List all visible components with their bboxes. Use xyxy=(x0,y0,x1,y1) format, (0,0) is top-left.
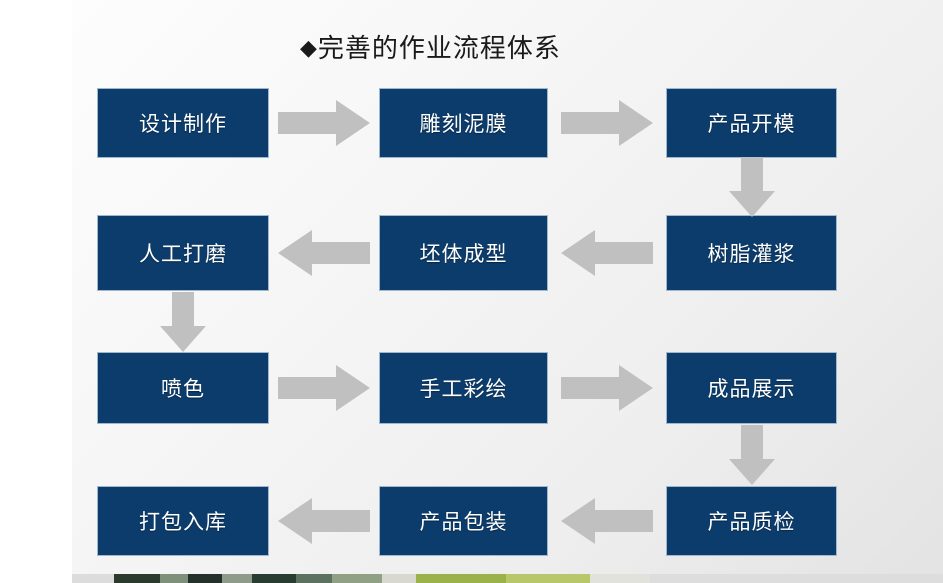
flow-node-n4[interactable]: 树脂灌浆 xyxy=(666,215,837,291)
page-title: ◆完善的作业流程体系 xyxy=(300,28,561,65)
bottom-strip-segment xyxy=(222,574,252,583)
flow-arrow-down-a6 xyxy=(160,292,206,352)
bottom-strip-segment xyxy=(332,574,382,583)
flow-arrow-right-a8 xyxy=(561,365,653,411)
flow-node-n11[interactable]: 产品包装 xyxy=(379,486,548,556)
flow-arrow-right-a7 xyxy=(278,365,370,411)
flow-arrow-down-a9 xyxy=(729,425,775,485)
flow-node-label: 设计制作 xyxy=(139,113,227,136)
flow-arrow-right-a1 xyxy=(278,100,370,146)
flow-node-n3[interactable]: 产品开模 xyxy=(666,88,837,158)
flow-node-label: 成品展示 xyxy=(707,378,796,401)
bottom-strip-segment xyxy=(72,574,114,583)
flow-node-n10[interactable]: 产品质检 xyxy=(666,486,837,556)
bottom-strip-segment xyxy=(296,574,332,583)
flow-node-label: 产品质检 xyxy=(707,511,796,534)
flow-node-n12[interactable]: 打包入库 xyxy=(97,486,269,556)
bottom-strip-segment xyxy=(416,574,506,583)
flow-node-n8[interactable]: 手工彩绘 xyxy=(379,352,548,424)
flow-node-label: 产品开模 xyxy=(707,113,796,136)
bottom-photo-strip xyxy=(72,574,943,583)
flow-node-n2[interactable]: 雕刻泥膜 xyxy=(379,88,548,158)
bottom-strip-segment xyxy=(506,574,590,583)
flow-node-label: 树脂灌浆 xyxy=(707,243,796,266)
flow-node-n5[interactable]: 坯体成型 xyxy=(379,215,548,291)
flow-node-label: 产品包装 xyxy=(419,511,508,534)
bottom-strip-segment xyxy=(188,574,222,583)
flow-node-label: 打包入库 xyxy=(139,511,227,534)
flow-node-n7[interactable]: 喷色 xyxy=(97,352,269,424)
bottom-strip-segment xyxy=(114,574,160,583)
flow-node-n1[interactable]: 设计制作 xyxy=(97,88,269,158)
bottom-strip-segment xyxy=(650,574,943,583)
flow-arrow-right-a2 xyxy=(561,100,653,146)
flow-node-label: 坯体成型 xyxy=(419,243,508,266)
flow-arrow-left-a5 xyxy=(278,230,370,276)
flow-node-n9[interactable]: 成品展示 xyxy=(666,352,837,424)
flow-arrow-left-a11 xyxy=(278,498,370,544)
flow-node-label: 雕刻泥膜 xyxy=(419,113,508,136)
flow-arrow-left-a10 xyxy=(561,498,653,544)
bottom-strip-segment xyxy=(382,574,416,583)
flow-arrow-left-a4 xyxy=(561,230,653,276)
bottom-strip-segment xyxy=(590,574,650,583)
diamond-bullet-icon: ◆ xyxy=(300,35,318,60)
flow-node-n6[interactable]: 人工打磨 xyxy=(97,215,269,291)
flow-arrow-down-a3 xyxy=(729,157,775,217)
flow-node-label: 喷色 xyxy=(161,378,205,401)
bottom-strip-segment xyxy=(160,574,188,583)
flow-node-label: 人工打磨 xyxy=(139,243,227,266)
page-title-text: 完善的作业流程体系 xyxy=(317,34,561,63)
flow-node-label: 手工彩绘 xyxy=(419,378,508,401)
bottom-strip-segment xyxy=(252,574,296,583)
